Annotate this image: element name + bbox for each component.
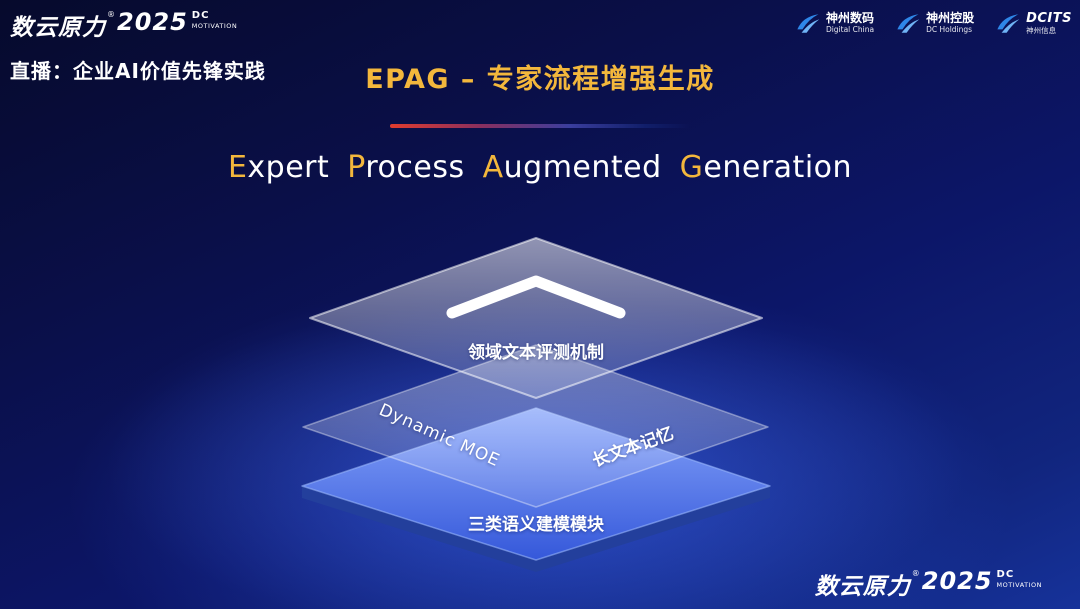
- en-initial: G: [679, 150, 704, 185]
- registered-mark: ®: [911, 569, 920, 578]
- en-rest: ugmented: [503, 150, 662, 185]
- brand-motivation: MOTIVATION: [996, 581, 1042, 589]
- en-rest: rocess: [365, 150, 465, 185]
- brand-name: 数云原力: [814, 574, 911, 600]
- en-initial: P: [347, 150, 366, 185]
- swoosh-icon: [897, 14, 920, 33]
- top-layer-label: 领域文本评测机制: [468, 343, 604, 363]
- partner-name: 神州控股: [926, 11, 975, 26]
- top-layer: [309, 237, 763, 399]
- en-word: Process: [347, 150, 464, 185]
- en-initial: A: [482, 150, 504, 185]
- brand-year: 2025: [117, 8, 188, 36]
- en-rest: eneration: [703, 150, 853, 185]
- en-word: Generation: [680, 150, 852, 185]
- swoosh-icon: [797, 14, 820, 33]
- partner-logos: 神州数码 Digital China 神州控股 DC Holdings DCIT…: [794, 10, 1072, 37]
- middle-layer: [302, 344, 769, 508]
- page-title-en: Expert Process Augmented Generation: [219, 150, 861, 185]
- partner-subtitle: DC Holdings: [926, 25, 973, 35]
- brand-motivation: MOTIVATION: [191, 22, 238, 30]
- middle-layer-right-label: 长文本记忆: [589, 423, 677, 472]
- partner-text: DCITS 神州信息: [1026, 10, 1072, 36]
- partner-text: 神州控股 DC Holdings: [926, 11, 975, 35]
- partner-dcits: DCITS 神州信息: [994, 10, 1072, 37]
- brand-year: 2025: [921, 567, 993, 595]
- page-title-cn: EPAG – 专家流程增强生成: [365, 64, 715, 95]
- footer-brand-logo: 数云原力 ® 2025 DC MOTIVATION: [815, 567, 1042, 601]
- partner-digital-china: 神州数码 Digital China: [794, 10, 874, 37]
- registered-mark: ®: [107, 10, 115, 19]
- partner-name: DCITS: [1026, 10, 1072, 26]
- en-rest: xpert: [247, 150, 330, 185]
- swoosh-icon: [997, 14, 1020, 33]
- en-word: Expert: [228, 150, 329, 185]
- bottom-layer: [301, 407, 771, 561]
- brand-dc: DC: [996, 569, 1015, 580]
- live-label: 直播：企业AI价值先锋实践: [10, 59, 266, 83]
- partner-subtitle: 神州信息: [1026, 25, 1057, 35]
- middle-layer-left-label: Dynamic MOE: [375, 400, 503, 472]
- partner-dc-holdings: 神州控股 DC Holdings: [894, 10, 974, 37]
- partner-subtitle: Digital China: [825, 25, 875, 35]
- brand-dc-motivation: DC MOTIVATION: [192, 11, 237, 30]
- brand-dc-motivation: DC MOTIVATION: [997, 570, 1042, 589]
- bottom-layer-label: 三类语义建模模块: [468, 515, 604, 535]
- chevron-up-icon: [446, 275, 626, 319]
- en-initial: E: [227, 150, 248, 185]
- gradient-divider: [390, 124, 690, 128]
- partner-name: 神州数码: [825, 11, 874, 26]
- brand-logo: 数云原力 ® 2025 DC MOTIVATION: [10, 8, 237, 42]
- partner-text: 神州数码 Digital China: [825, 11, 875, 35]
- en-word: Augmented: [483, 150, 662, 185]
- brand-dc: DC: [191, 10, 210, 21]
- brand-name: 数云原力: [10, 15, 106, 41]
